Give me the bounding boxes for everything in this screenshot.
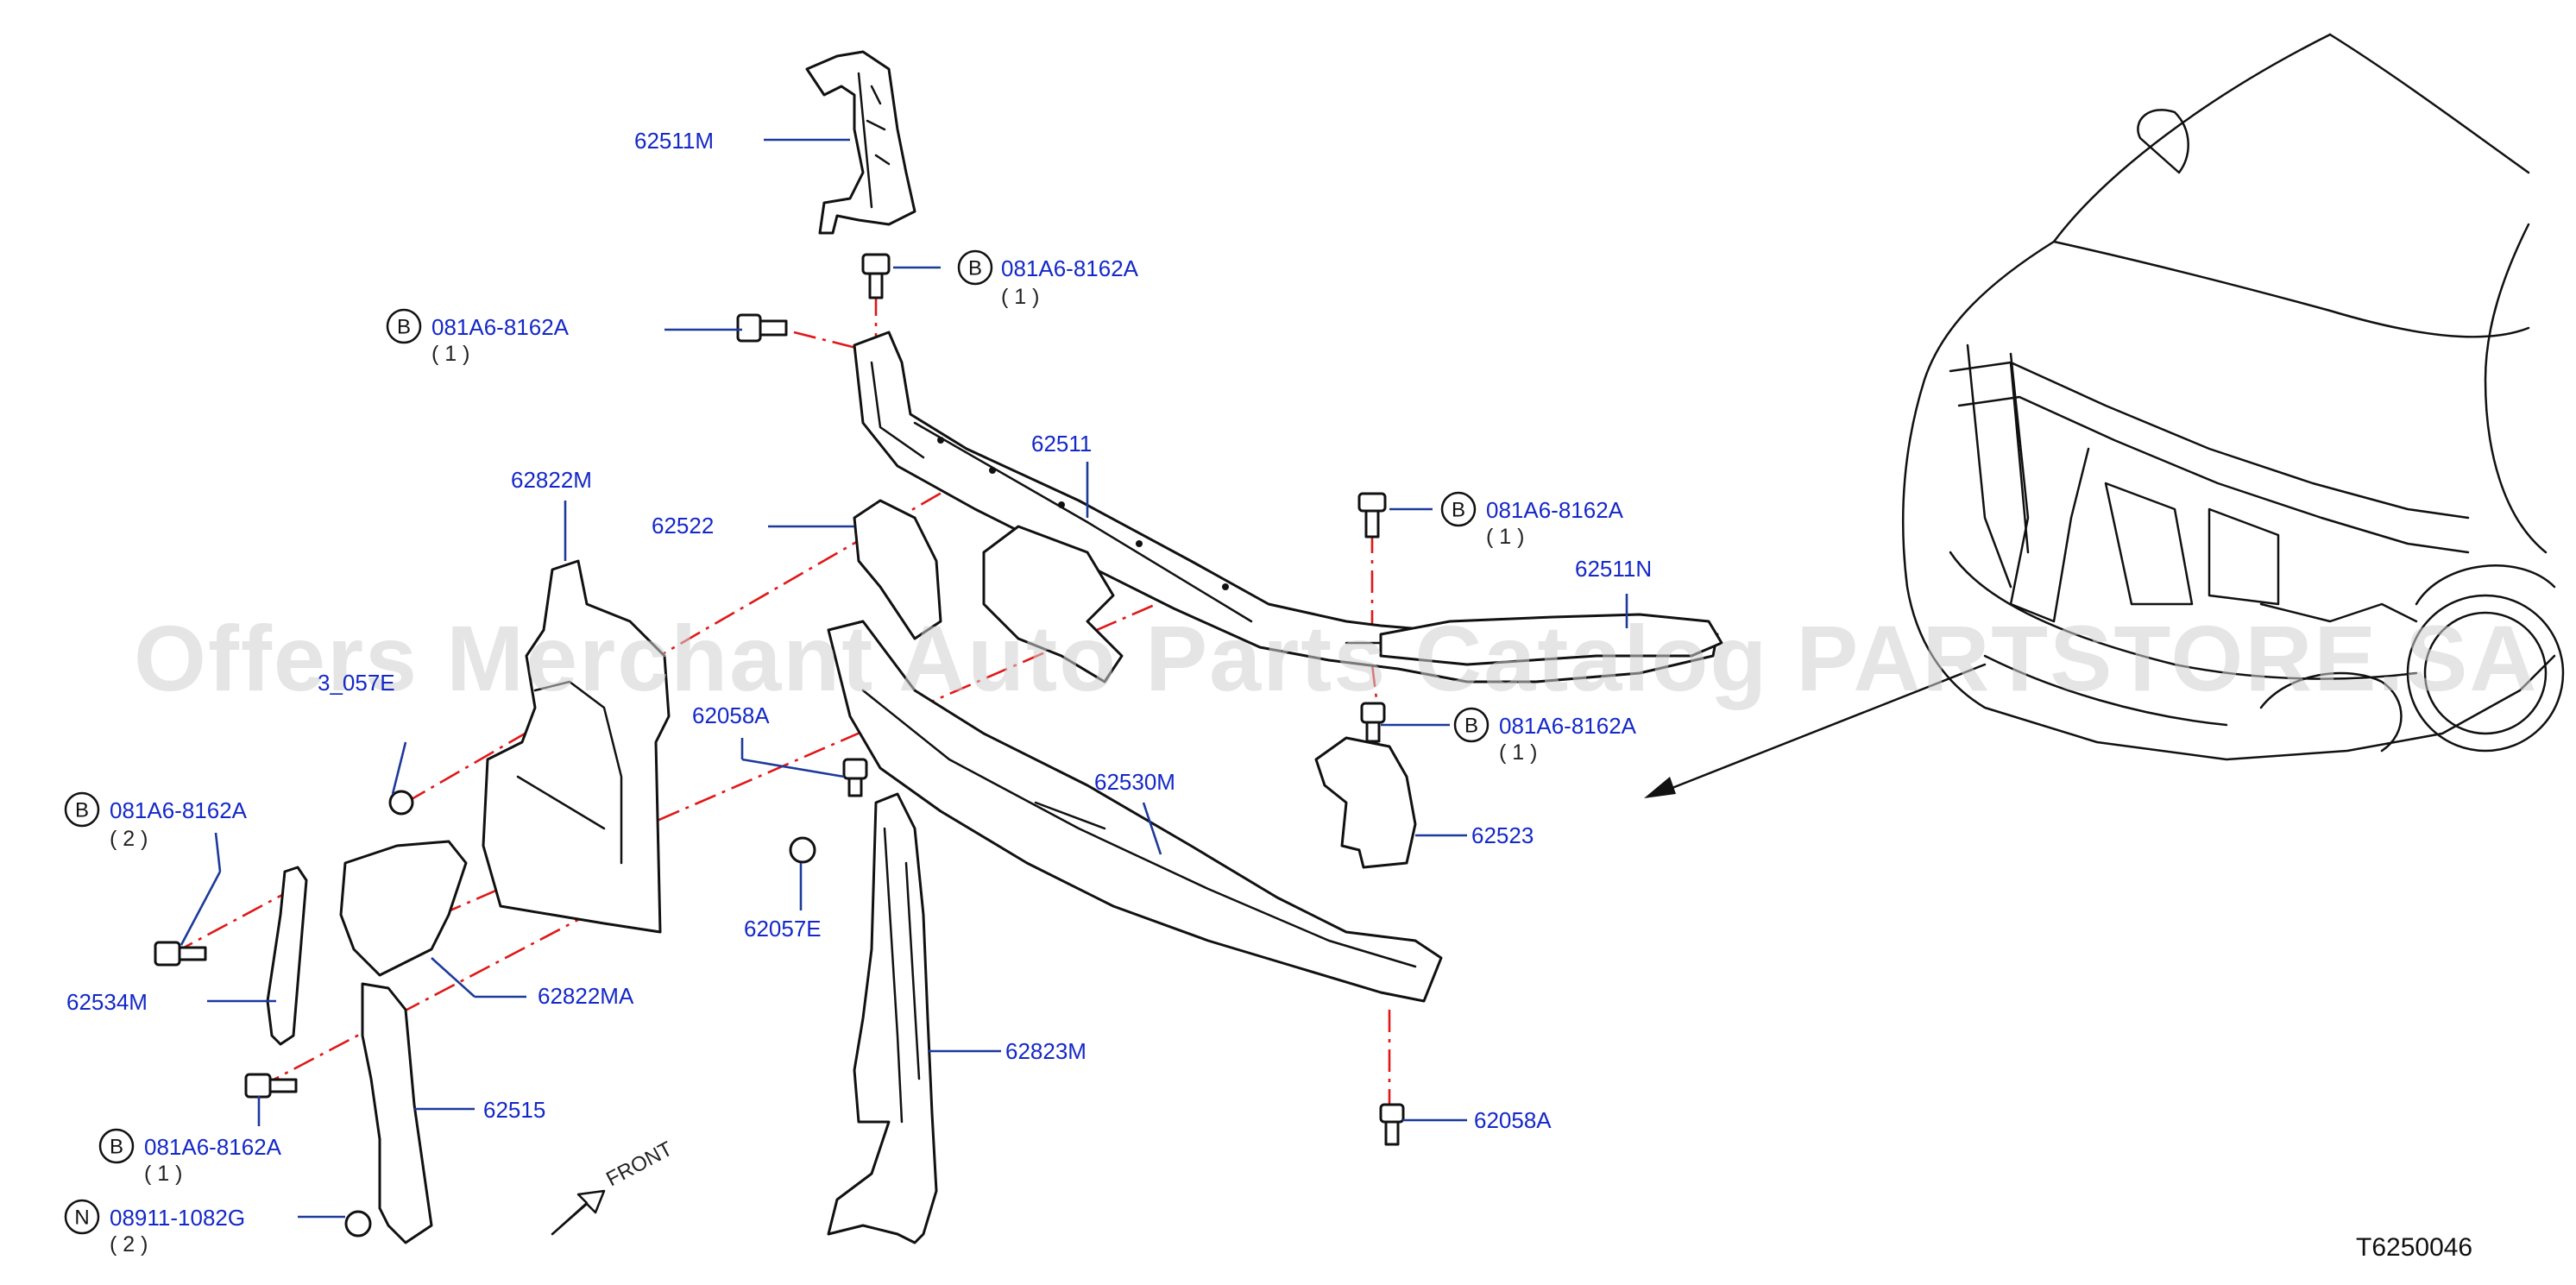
bolt-top (861, 253, 891, 299)
callout-bolt-top-left: B 081A6-8162A ( 1 ) (386, 308, 570, 366)
svg-text:( 1 ): ( 1 ) (1001, 285, 1039, 309)
bolt-top-left (736, 313, 788, 343)
diagram-code: T6250046 (2356, 1233, 2472, 1262)
bolt-right-upper (1357, 492, 1387, 539)
bolt-right-lower (1360, 702, 1386, 743)
svg-text:B: B (1464, 715, 1478, 738)
svg-text:( 1 ): ( 1 ) (144, 1162, 182, 1186)
bracket-62511M (805, 50, 916, 235)
latch-bracket (982, 525, 1124, 683)
label-62523: 62523 (1471, 822, 1534, 848)
svg-text:B: B (397, 316, 411, 339)
end-piece-62511N (1379, 613, 1723, 666)
svg-text:( 2 ): ( 2 ) (110, 1232, 148, 1257)
svg-text:081A6-8162A: 081A6-8162A (110, 797, 248, 823)
bolt-left-lower (244, 1073, 298, 1099)
label-62822M: 62822M (511, 467, 592, 493)
bolt-62058A-lower (1379, 1103, 1405, 1146)
label-62058A-lower: 62058A (1474, 1107, 1552, 1133)
front-label: FRONT (602, 1137, 677, 1191)
svg-text:081A6-8162A: 081A6-8162A (1001, 255, 1139, 281)
label-62534M: 62534M (66, 989, 148, 1015)
label-62522: 62522 (652, 513, 714, 539)
callout-bolt-left: B 081A6-8162A ( 2 ) (64, 791, 248, 851)
pointer-arrowhead (1644, 777, 1676, 798)
label-62511N: 62511N (1575, 556, 1652, 582)
air-guide-62822MA (339, 840, 468, 977)
callout-bolt-right-lower: B 081A6-8162A ( 1 ) (1453, 707, 1637, 765)
label-62057E-partial: 3_057E (318, 670, 395, 696)
vehicle-front-illustration (1901, 33, 2565, 761)
bolt-62058A-upper (842, 758, 868, 797)
svg-text:B: B (968, 257, 982, 280)
lower-support-62530M (827, 620, 1443, 1003)
front-arrow-icon (551, 1189, 606, 1236)
leader-lines (180, 138, 1628, 1219)
label-62511M: 62511M (634, 128, 714, 154)
label-62822MA: 62822MA (538, 983, 634, 1009)
watermark-text: Offers Merchant Auto Parts Catalog PARTS… (134, 606, 2538, 710)
label-62058A-upper: 62058A (692, 702, 770, 728)
label-62511: 62511 (1031, 431, 1092, 457)
svg-text:081A6-8162A: 081A6-8162A (144, 1134, 282, 1160)
svg-text:( 1 ): ( 1 ) (1499, 740, 1537, 765)
svg-text:081A6-8162A: 081A6-8162A (1486, 497, 1624, 523)
callout-nut-bottom-left: N 08911-1082G ( 2 ) (64, 1199, 245, 1257)
svg-text:N: N (74, 1206, 89, 1230)
callout-bolt-lower-left: B 081A6-8162A ( 1 ) (98, 1128, 282, 1186)
clip-upper-left (388, 790, 414, 816)
svg-text:( 2 ): ( 2 ) (110, 827, 148, 851)
pointer-arrow-line (1655, 663, 1987, 796)
label-62057E: 62057E (744, 916, 822, 942)
bolt-left-upper (154, 941, 207, 967)
svg-text:B: B (110, 1136, 123, 1159)
clip-62057E (789, 836, 816, 864)
svg-text:08911-1082G: 08911-1082G (110, 1205, 245, 1231)
svg-text:081A6-8162A: 081A6-8162A (1499, 713, 1637, 739)
side-bracket-62523 (1314, 736, 1417, 869)
svg-text:B: B (1452, 499, 1465, 522)
svg-text:B: B (75, 799, 89, 822)
strip-62534M (266, 866, 308, 1046)
nut-bottom-left (344, 1210, 372, 1238)
bracket-62515 (361, 982, 433, 1244)
label-62530M: 62530M (1094, 769, 1175, 795)
callout-bolt-right-upper: B 081A6-8162A ( 1 ) (1440, 491, 1624, 549)
svg-text:( 1 ): ( 1 ) (1486, 525, 1524, 549)
callout-bolt-top: B 081A6-8162A ( 1 ) (957, 249, 1139, 309)
svg-text:( 1 ): ( 1 ) (431, 342, 469, 366)
side-bracket-62522 (853, 499, 942, 640)
label-62515: 62515 (483, 1097, 545, 1123)
label-62823M: 62823M (1005, 1038, 1086, 1064)
svg-text:081A6-8162A: 081A6-8162A (431, 314, 570, 340)
air-guide-62823M (827, 792, 938, 1244)
